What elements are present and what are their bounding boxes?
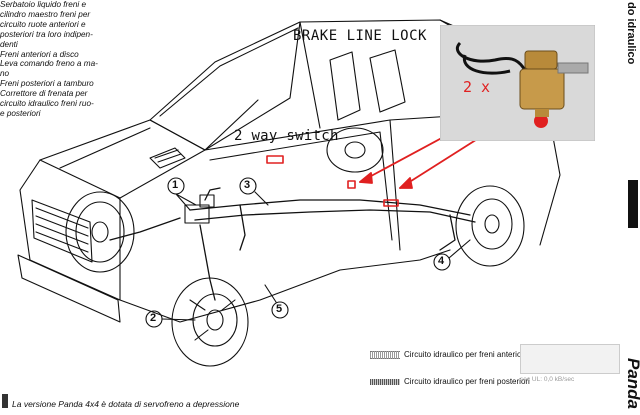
callout-number-4: 4 <box>438 255 445 267</box>
photo-count-label: 2 x <box>463 78 491 96</box>
legend-line: Freni posteriori a tamburo <box>0 79 94 89</box>
front-circuit-swatch <box>370 350 400 359</box>
component-legend: Serbatoio liquido freni e cilindro maest… <box>0 0 122 119</box>
port-fitting <box>535 109 549 117</box>
brake-line-lock-photo <box>440 25 595 141</box>
callout-4 <box>433 239 471 271</box>
side-title-bar <box>628 180 638 228</box>
mount-bracket <box>557 62 589 74</box>
side-title: do idraulico <box>625 2 637 65</box>
legend-line: Correttore di frenata per <box>0 89 88 99</box>
brake-line-lock-label: BRAKE LINE LOCK <box>293 28 427 44</box>
legend-line: cilindro maestro freni per <box>0 9 91 19</box>
legend-line: no <box>0 69 10 79</box>
legend-front-label: Circuito idraulico per freni anteriori <box>404 350 526 359</box>
red-markers <box>266 155 399 207</box>
two-way-switch-label: 2 way switch <box>234 128 339 144</box>
brake-lines <box>109 187 476 301</box>
legend-line: circuito idraulico freni ruo- <box>0 99 94 109</box>
callout-2 <box>145 310 196 328</box>
solenoid-top <box>524 50 558 70</box>
valve-body <box>519 68 565 110</box>
legend-rear-circuit: Circuito idraulico per freni posteriori <box>370 377 530 386</box>
legend-line: Freni anteriori a disco <box>0 49 79 59</box>
legend-line: Leva comando freno a ma- <box>0 59 98 69</box>
red-port <box>534 114 548 128</box>
legend-rear-label: Circuito idraulico per freni posteriori <box>404 377 530 386</box>
legend-line: circuito ruote anteriori e <box>0 19 86 29</box>
callout-number-2: 2 <box>150 312 157 324</box>
callout-3 <box>239 177 269 206</box>
legend-line: denti <box>0 39 18 49</box>
rear-circuit-swatch <box>370 378 400 385</box>
status-overlay-box <box>520 344 620 374</box>
master-cylinder <box>184 194 215 224</box>
callout-number-1: 1 <box>172 179 179 191</box>
legend-line: e posteriori <box>0 108 41 118</box>
callout-1 <box>167 177 197 211</box>
footer-marker <box>2 394 8 408</box>
legend-line: Serbatoio liquido freni e <box>0 0 87 9</box>
wire-1 <box>456 41 527 71</box>
footer-note: La versione Panda 4x4 è dotata di servof… <box>12 399 240 409</box>
side-brand: Panda <box>624 357 640 409</box>
side-title-strip: do idraulico Panda <box>622 0 640 415</box>
legend-line: posteriori tra loro indipen- <box>0 29 93 39</box>
wire-2 <box>462 54 511 75</box>
callout-number-3: 3 <box>244 179 251 191</box>
legend-front-circuit: Circuito idraulico per freni anteriori <box>370 350 526 359</box>
front-left-wheel <box>65 191 135 273</box>
front-right-wheel <box>171 277 249 367</box>
callout-5 <box>264 284 289 319</box>
rear-wheel <box>455 185 525 267</box>
callout-number-5: 5 <box>276 303 283 315</box>
status-overlay-text: sec UL: 0,0 kB/sec <box>520 376 575 383</box>
